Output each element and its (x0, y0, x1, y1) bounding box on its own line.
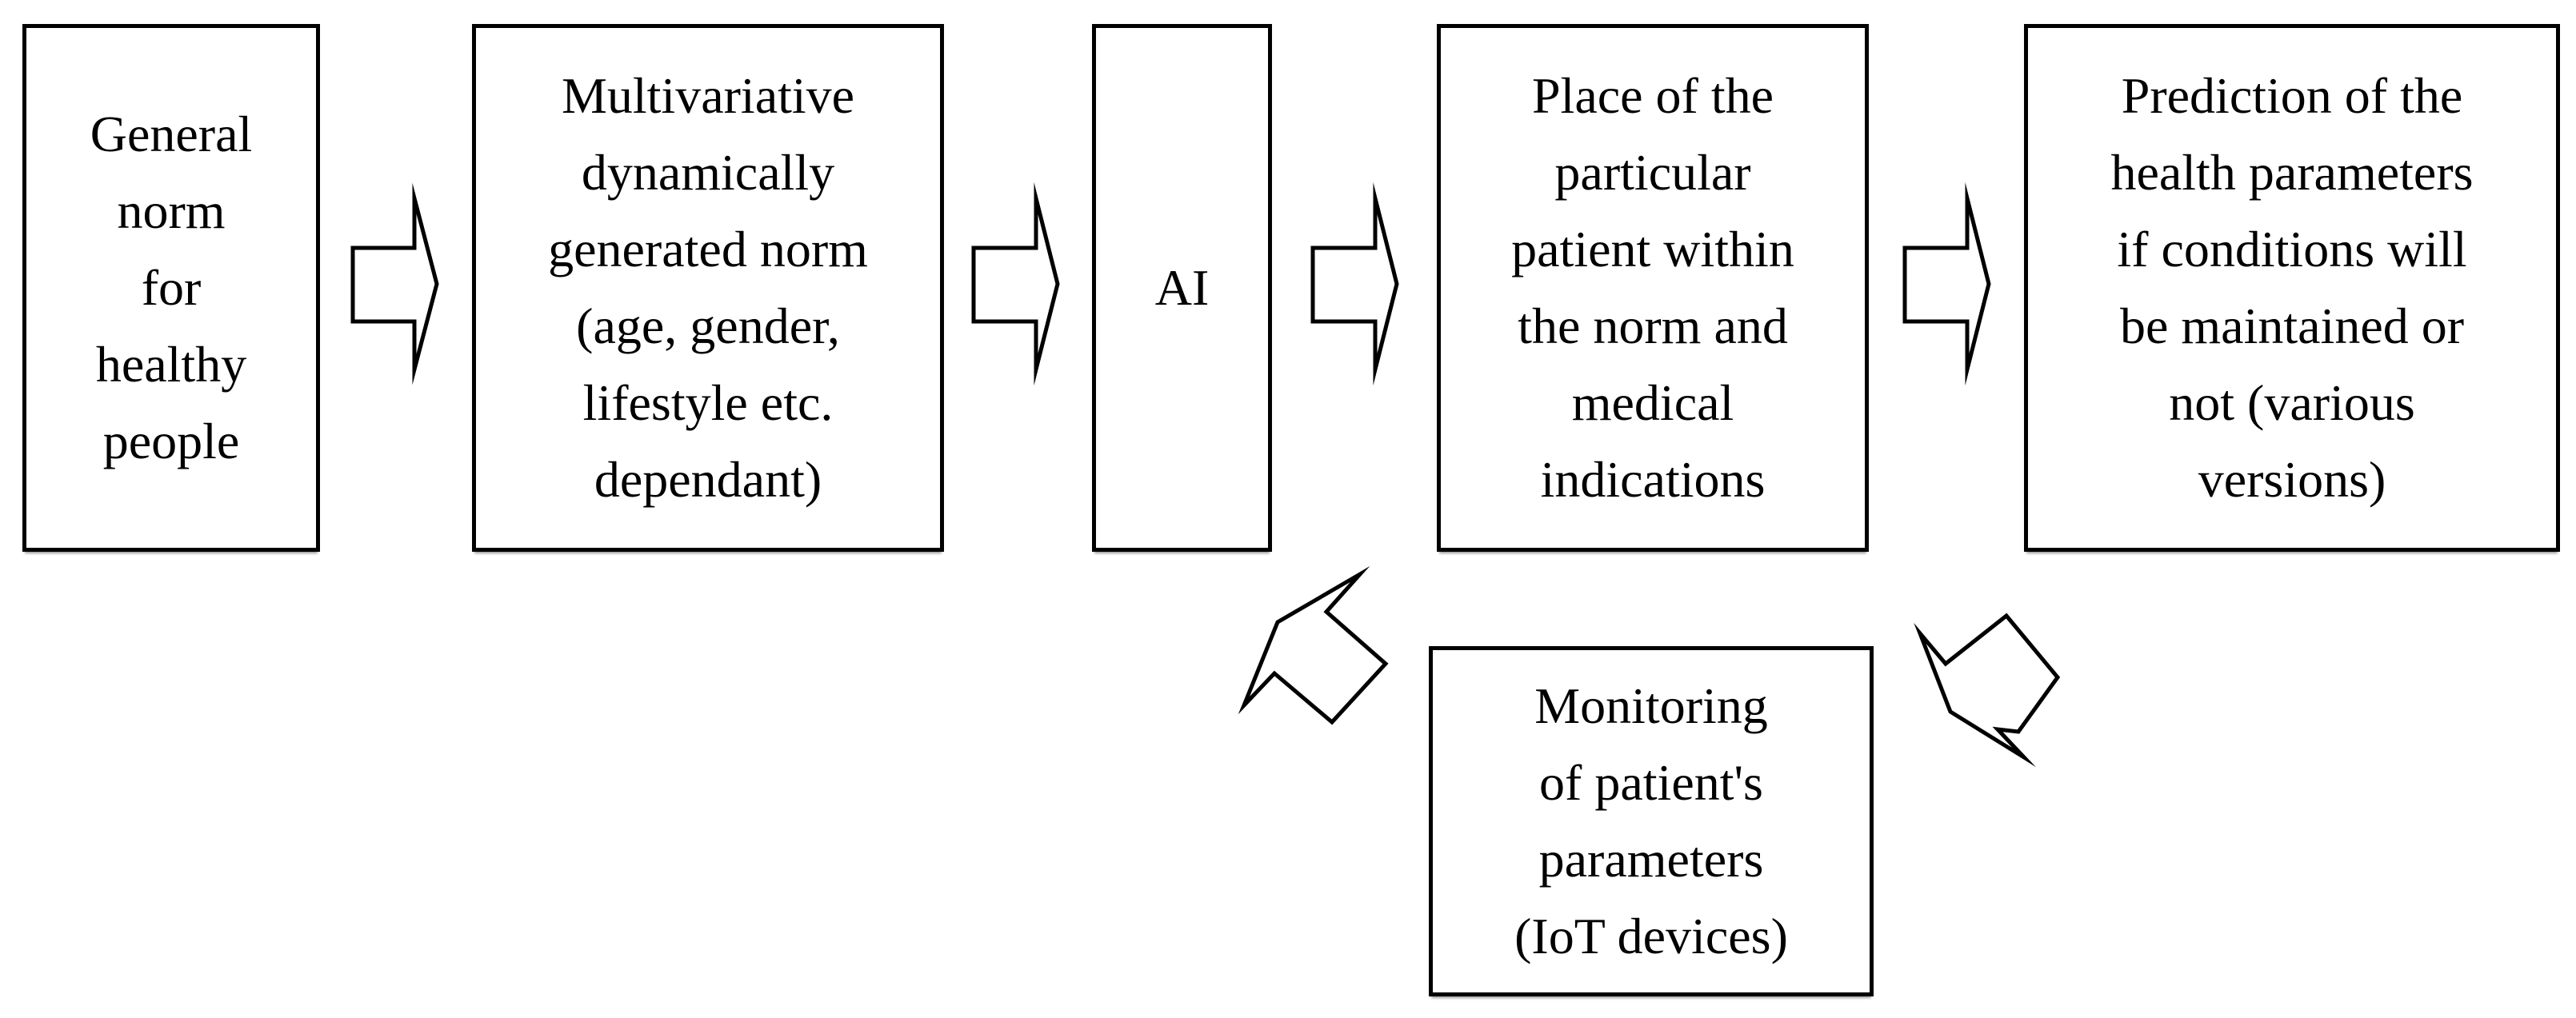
box-text-line: dynamically (581, 144, 835, 201)
box-text-line: indications (1540, 451, 1766, 508)
flow-arrow-icon (1902, 182, 1991, 386)
box-general-norm: General norm for healthy people (22, 24, 320, 552)
box-text-line: be maintained or (2119, 297, 2465, 354)
box-text-line: people (102, 413, 240, 469)
box-text-line: dependant) (594, 451, 822, 508)
flow-arrow-icon (350, 182, 439, 385)
box-text-line: healthy (95, 336, 247, 393)
box-monitoring: Monitoring of patient's parameters (IoT … (1429, 646, 1874, 996)
box-text-line: if conditions will (2117, 221, 2467, 277)
box-text-line: of patient's (1539, 754, 1763, 811)
box-text-line: generated norm (548, 221, 868, 277)
box-text-line: (IoT devices) (1514, 908, 1788, 964)
box-text-line: Monitoring (1534, 677, 1768, 734)
box-text-line: the norm and (1518, 297, 1788, 354)
flow-arrow-icon (1310, 182, 1399, 386)
box-text-line: Place of the (1531, 67, 1774, 124)
box-ai: AI (1092, 24, 1272, 552)
box-dynamic-norm: Multivariative dynamically generated nor… (472, 24, 944, 552)
flow-arrow-icon (971, 182, 1060, 386)
box-text-line: General (90, 106, 253, 162)
box-text-line: norm (117, 182, 226, 239)
box-text-line: particular (1554, 144, 1751, 201)
box-text-line: patient within (1511, 221, 1794, 277)
box-text-line: AI (1154, 259, 1210, 316)
box-text-line: (age, gender, (576, 297, 840, 354)
feedback-up-arrow-icon (1238, 565, 1389, 725)
box-text-line: parameters (1538, 831, 1764, 888)
box-text-line: health parameters (2110, 144, 2474, 201)
feed-down-arrow-icon (1914, 613, 2061, 768)
box-text-line: versions) (2198, 451, 2386, 508)
box-patient-place: Place of the particular patient within t… (1437, 24, 1869, 552)
box-text-line: Multivariative (561, 67, 855, 124)
box-text-line: not (various (2169, 374, 2415, 431)
box-prediction: Prediction of the health parameters if c… (2024, 24, 2560, 552)
box-text-line: lifestyle etc. (582, 374, 834, 431)
box-text-line: Prediction of the (2121, 67, 2463, 124)
box-text-line: for (141, 259, 202, 316)
box-text-line: medical (1571, 374, 1734, 431)
